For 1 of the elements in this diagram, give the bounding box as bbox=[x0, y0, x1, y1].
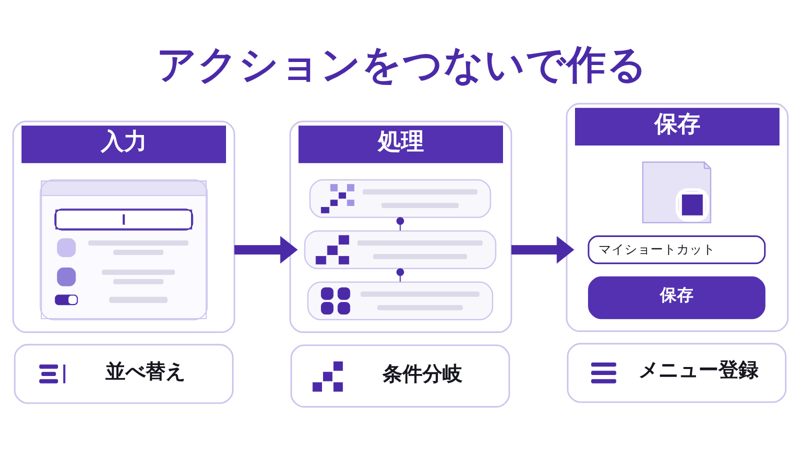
diagram-title: アクションをつないで作る bbox=[156, 42, 647, 88]
